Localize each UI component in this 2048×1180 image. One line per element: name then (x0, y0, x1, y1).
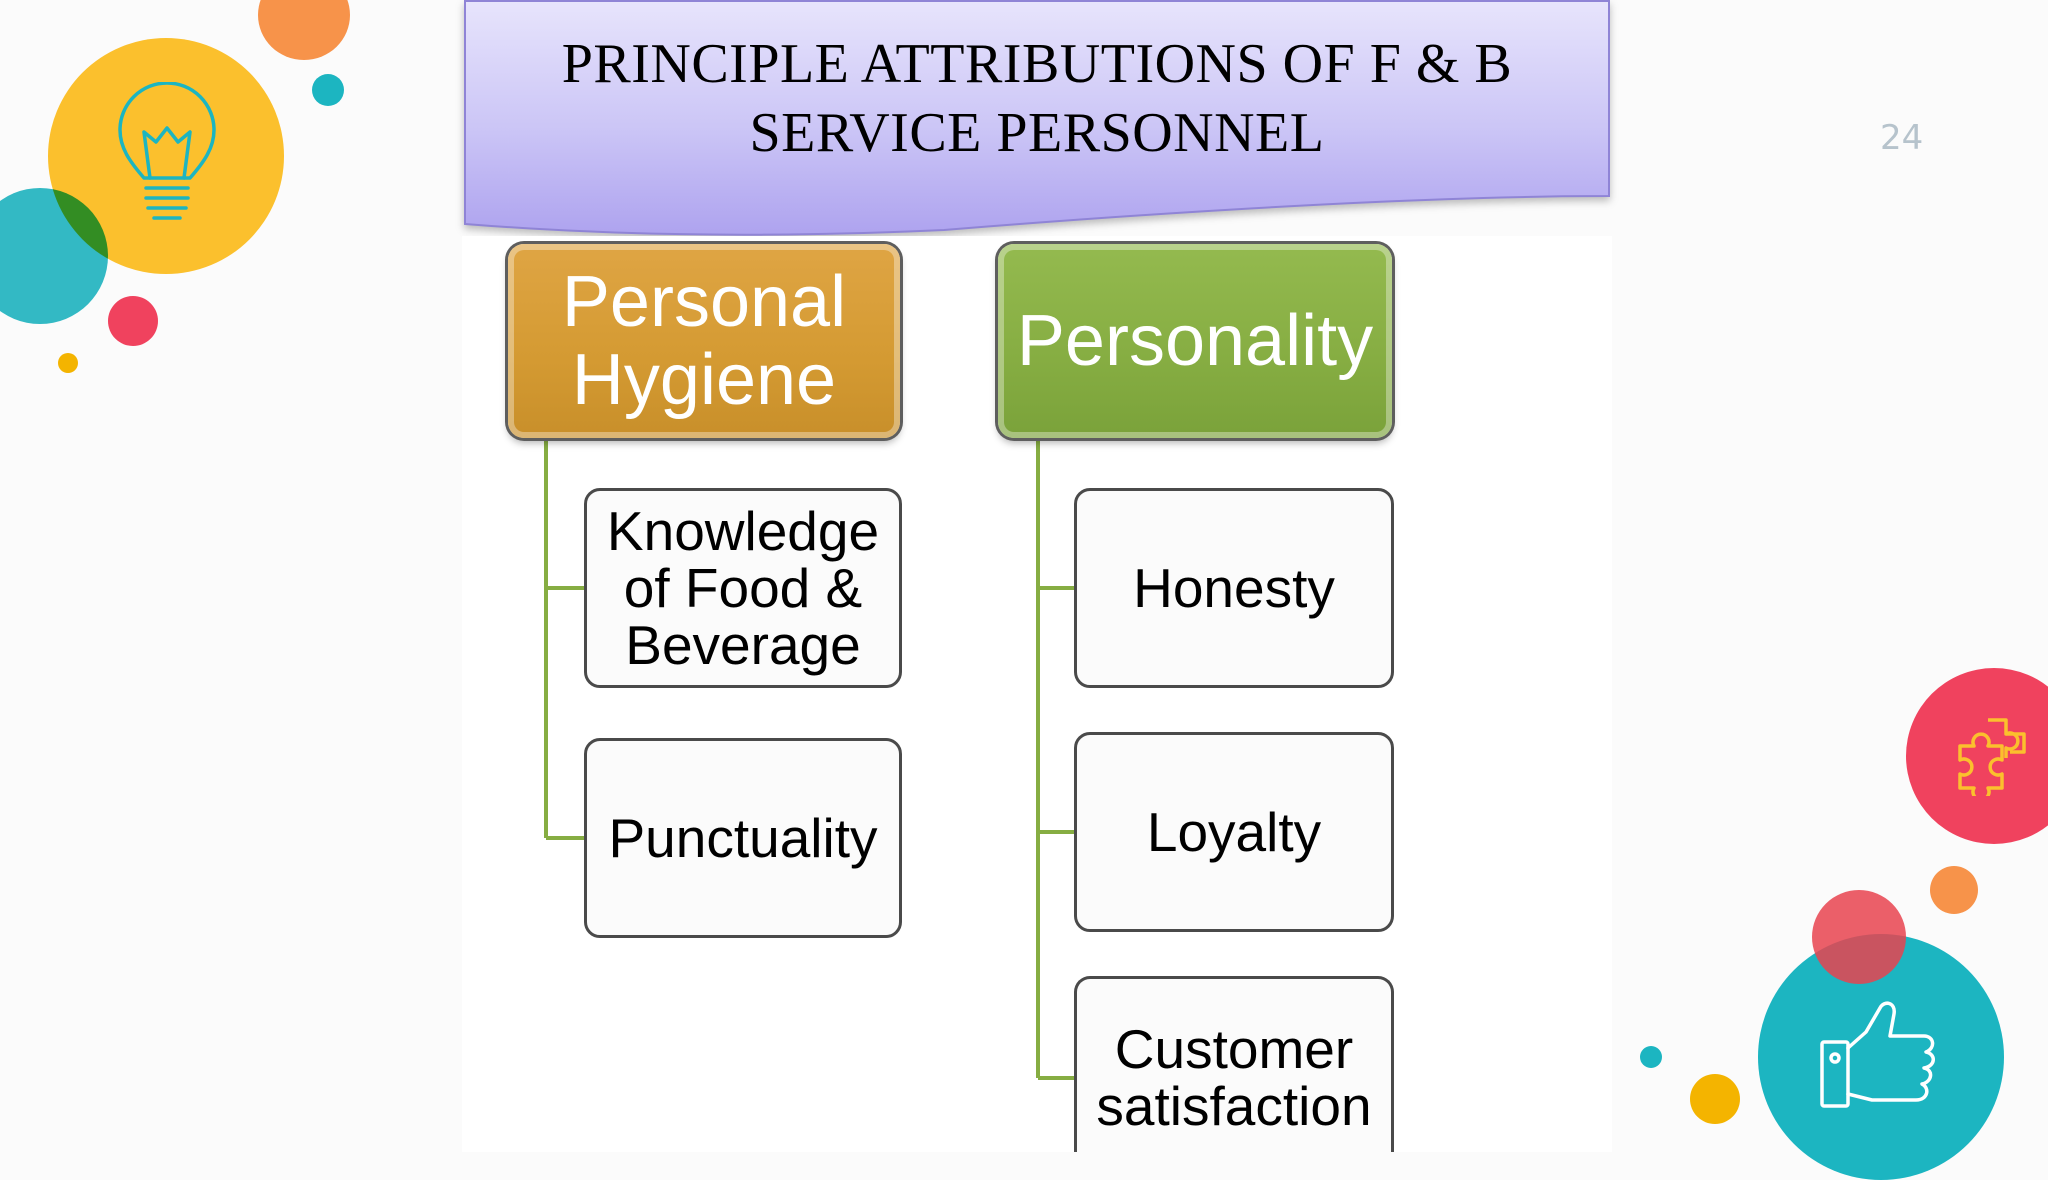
node-personality: Personality (998, 244, 1392, 438)
slide-title: PRINCIPLE ATTRIBUTIONS OF F & B SERVICE … (464, 30, 1610, 168)
node-personality-label: Personality (1016, 301, 1374, 381)
node-customer-line2: satisfaction (1096, 1075, 1372, 1137)
node-punctuality-label: Punctuality (608, 806, 878, 869)
puzzle-icon (1950, 712, 2034, 802)
decor-circle-teal-left (0, 188, 108, 324)
page-number: 24 (1880, 118, 1924, 158)
decor-dot-pink-left (108, 296, 158, 346)
hierarchy-connectors (544, 440, 1076, 1080)
decor-circle-red-overlap (1812, 890, 1906, 984)
node-knowledge-line1: Knowledge (606, 499, 880, 562)
slide-title-line1: PRINCIPLE ATTRIBUTIONS OF F & B (561, 33, 1513, 95)
node-knowledge-line3: Beverage (625, 613, 861, 676)
node-customer-line1: Customer (1114, 1018, 1354, 1080)
decor-dot-teal-small (1640, 1046, 1662, 1068)
node-honesty: Honesty (1074, 488, 1394, 688)
node-customer-satisfaction: Customer satisfaction (1074, 976, 1394, 1152)
slide-title-line2: SERVICE PERSONNEL (749, 102, 1325, 164)
node-personal-hygiene-line2: Hygiene (571, 340, 837, 420)
title-banner (464, 0, 1610, 236)
node-personal-hygiene-line1: Personal (561, 262, 847, 342)
node-honesty-label: Honesty (1133, 556, 1335, 619)
node-punctuality: Punctuality (584, 738, 902, 938)
decor-dot-teal-top (312, 74, 344, 106)
decor-dot-orange-right (1930, 866, 1978, 914)
thumbs-up-icon (1818, 998, 1942, 1117)
node-knowledge-food-beverage: Knowledge of Food & Beverage (584, 488, 902, 688)
lightbulb-icon (112, 81, 222, 237)
node-knowledge-line2: of Food & (623, 556, 863, 619)
decor-dot-yellow-right (1690, 1074, 1740, 1124)
decor-dot-yellow-left (58, 353, 78, 373)
node-loyalty-label: Loyalty (1146, 800, 1322, 863)
node-loyalty: Loyalty (1074, 732, 1394, 932)
node-personal-hygiene: Personal Hygiene (508, 244, 900, 438)
decor-circle-pink-right (1906, 668, 2048, 844)
